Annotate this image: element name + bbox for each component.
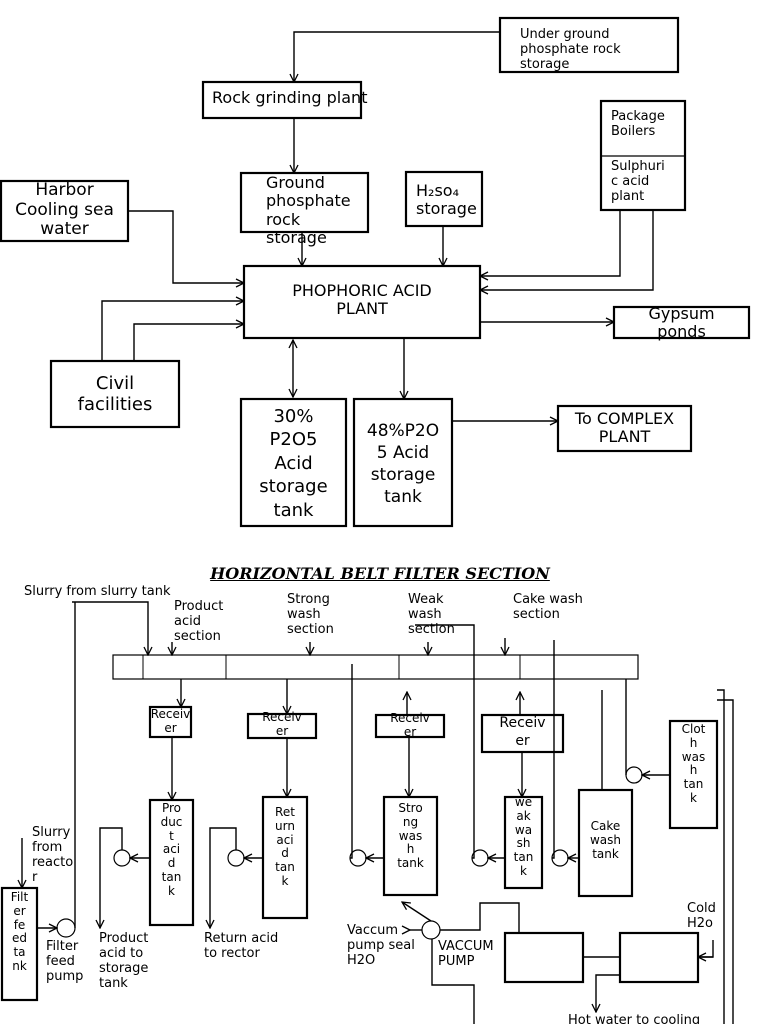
civil-box: [49, 359, 181, 429]
ground-storage-label: Ground phosphate rock storage: [266, 173, 351, 248]
tank48-label: 48%P2O 5 Acid storage tank: [366, 421, 440, 508]
receiver-1-box: [148, 705, 193, 739]
receiver-1-label: Receiv er: [150, 708, 191, 735]
return-acid-to-rector-label: Return acid to rector: [204, 931, 279, 961]
cake-wash-section-label: Cake wash section: [513, 592, 583, 622]
receiver-3-label: Receiv er: [390, 712, 430, 737]
return-acid-tank-label: Ret urn aci d tan k: [275, 805, 295, 888]
product-pump: [113, 849, 131, 867]
hot-water-label: Hot water to cooling: [568, 1014, 701, 1024]
slurry-from-tank-label: Slurry from slurry tank: [24, 584, 171, 599]
gypsum-label: Gypsum ponds: [648, 304, 715, 342]
gypsum-box: [612, 305, 751, 340]
filter-feed-tank-label: Filt er fe ed ta nk: [10, 890, 29, 973]
civil-label: Civil facilities: [77, 373, 153, 415]
cloth-wash-tank-label: Clot h was h tan k: [681, 722, 706, 805]
receiver-2-label: Receiv er: [262, 711, 302, 737]
vaccum-pump-label: VACCUM PUMP: [438, 939, 494, 969]
slurry-from-reactor-label: Slurry from reacto r: [32, 826, 74, 885]
product-acid-to-storage-label: Product acid to storage tank: [99, 931, 149, 991]
vaccum-pump-seal-label: Vaccum pump seal H2O: [347, 923, 415, 968]
belt-filter-title: HORIZONTAL BELT FILTER SECTION: [210, 564, 550, 583]
vaccum-pump: [421, 920, 441, 940]
weak-wash-tank-box: [503, 795, 544, 890]
cold-h2o-label: Cold H2o: [687, 901, 716, 931]
filter-feed-pump: [56, 918, 76, 938]
tank30-box: [239, 397, 348, 528]
product-acid-section-label: Product acid section: [174, 599, 224, 644]
receiver-2-box: [246, 712, 318, 740]
phosphoric-plant-label: PHOPHORIC ACID PLANT: [292, 281, 432, 319]
rock-grinding-label: Rock grinding plant: [212, 88, 368, 107]
cake-wash-tank-box: [577, 788, 634, 898]
complex-box: [556, 404, 693, 453]
package-boilers-label: Package Boilers: [611, 109, 665, 139]
strong-wash-tank-label: Stro ng was h tank: [397, 801, 424, 871]
underground-storage-label: Under ground phosphate rock storage: [520, 28, 621, 72]
tank48-box: [352, 397, 454, 528]
harbor-label: Harbor Cooling sea water: [15, 180, 114, 240]
underground-storage-box: [498, 16, 680, 74]
product-acid-tank-label: Pro duc t aci d tan k: [160, 801, 183, 898]
strong-wash-section-label: Strong wash section: [287, 592, 334, 637]
complex-label: To COMPLEX PLANT: [574, 409, 675, 447]
receiver-4-label: Receiv er: [499, 715, 546, 750]
h2so4-storage-label: H₂so₄ storage: [416, 181, 477, 219]
cloth-pump: [625, 766, 643, 784]
belt-filter: [112, 654, 639, 680]
h2so4-storage-box: [404, 170, 484, 228]
tank30-label: 30% P2O5 Acid storage tank: [259, 406, 328, 521]
receiver-4-box: [480, 713, 565, 754]
filter-feed-pump-label: Filter feed pump: [46, 939, 84, 984]
weak-wash-section-label: Weak wash section: [408, 592, 455, 637]
cloth-wash-tank-box: [668, 719, 719, 830]
return-acid-tank-box: [261, 795, 309, 920]
weak-wash-tank-label: we ak wa sh tan k: [513, 796, 534, 878]
receiver-3-box: [374, 713, 446, 739]
return-pump: [227, 849, 245, 867]
cake-wash-tank-label: Cake wash tank: [589, 819, 622, 861]
sulphuric-plant-label: Sulphuri c acid plant: [611, 159, 665, 204]
vacuum-vessel-2: [618, 931, 700, 984]
ground-storage-box: [239, 171, 370, 234]
vacuum-vessel-1: [503, 931, 585, 984]
rock-grinding-box: [201, 80, 363, 120]
